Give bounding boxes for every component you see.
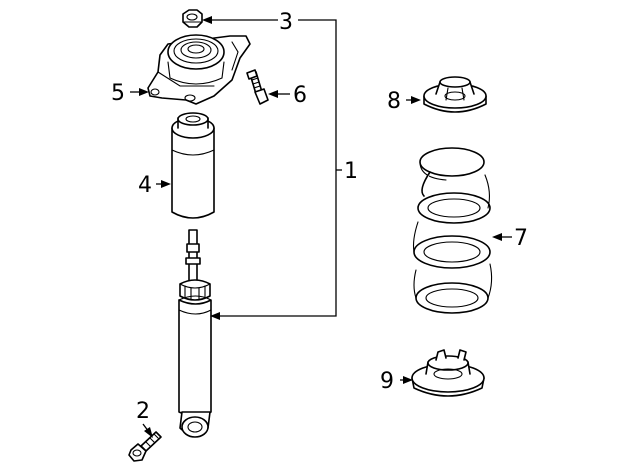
part-8-upper-spring-seat — [423, 76, 487, 113]
part-7-coil-spring — [412, 147, 493, 314]
leader-lines — [130, 16, 512, 438]
callout-7: 7 — [514, 226, 528, 251]
part-9-lower-spring-seat — [411, 349, 485, 397]
part-2-lower-bolt — [128, 431, 162, 462]
callout-6: 6 — [293, 83, 307, 108]
part-6-bolt — [246, 69, 269, 105]
callout-9: 9 — [380, 369, 394, 394]
callout-5: 5 — [111, 81, 125, 106]
callout-3: 3 — [279, 10, 293, 35]
callout-8: 8 — [387, 89, 401, 114]
callout-1: 1 — [344, 159, 358, 184]
part-3-nut — [182, 9, 203, 28]
part-4-dust-boot — [171, 112, 215, 219]
part-5-upper-mount — [147, 34, 251, 105]
part-1-shock-absorber — [178, 229, 212, 438]
callout-4: 4 — [138, 173, 152, 198]
callout-2: 2 — [136, 399, 150, 424]
